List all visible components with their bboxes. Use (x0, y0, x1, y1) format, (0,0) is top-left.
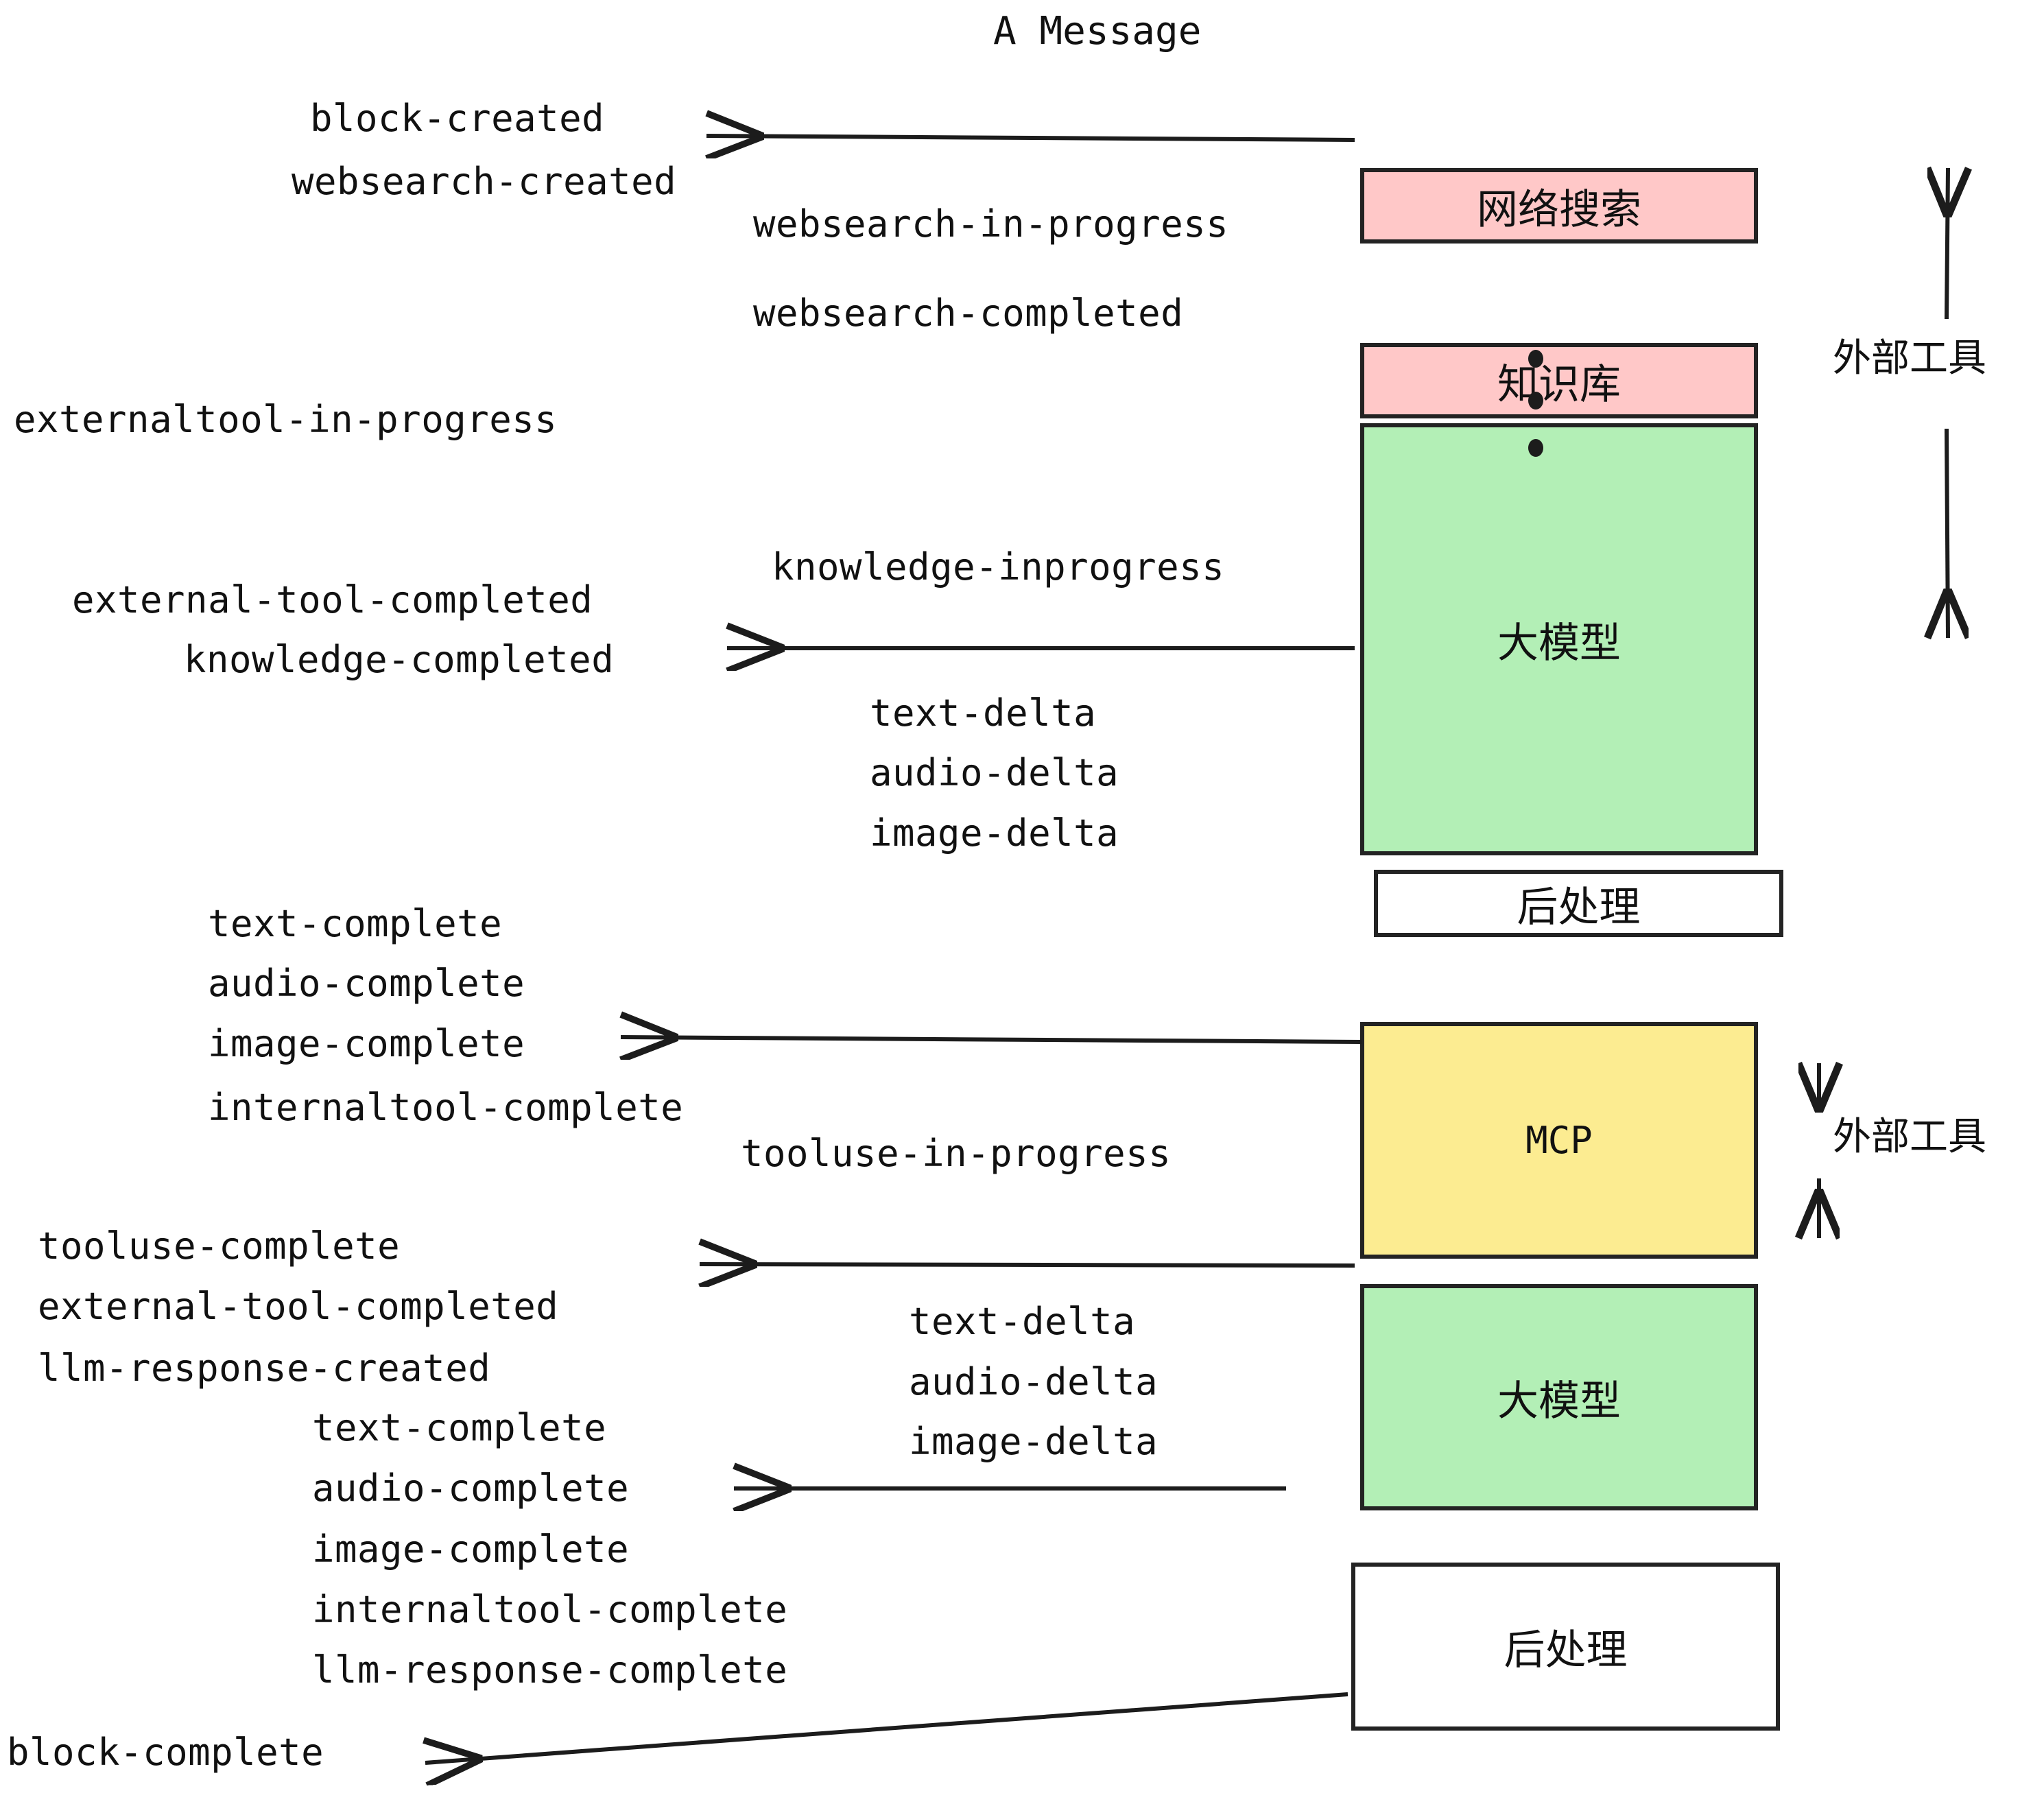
event-websearch-completed: websearch-completed (753, 292, 1184, 335)
box-llm-1[interactable]: 大模型 (1360, 423, 1758, 855)
event-websearch-created: websearch-created (292, 160, 677, 203)
event-text-delta-1: text-delta (870, 691, 1097, 735)
ellipsis-dot-2 (1528, 392, 1543, 410)
event-audio-delta-2: audio-delta (909, 1360, 1158, 1403)
box-postprocess-1[interactable]: 后处理 (1374, 870, 1783, 937)
box-postprocess-1-label: 后处理 (1517, 883, 1641, 931)
event-text-delta-2: text-delta (909, 1300, 1136, 1343)
event-externaltool-in-progress: externaltool-in-progress (14, 398, 558, 441)
event-text-complete-1: text-complete (208, 902, 503, 945)
side-label-external-tool-top: 外部工具 (1833, 336, 1986, 381)
box-websearch[interactable]: 网络搜索 (1360, 168, 1758, 244)
event-external-tool-completed-1: external-tool-completed (72, 578, 593, 621)
event-knowledge-completed: knowledge-completed (184, 638, 615, 681)
event-external-tool-completed-2: external-tool-completed (38, 1285, 559, 1328)
side-label-external-tool-bottom: 外部工具 (1833, 1115, 1986, 1159)
event-internaltool-complete-1: internaltool-complete (208, 1086, 684, 1129)
box-llm-2[interactable]: 大模型 (1360, 1284, 1758, 1510)
event-knowledge-inprogress: knowledge-inprogress (772, 545, 1225, 589)
event-tooluse-complete: tooluse-complete (38, 1224, 401, 1268)
event-audio-delta-1: audio-delta (870, 751, 1119, 794)
event-websearch-in-progress: websearch-in-progress (753, 202, 1229, 246)
box-mcp-label: MCP (1525, 1119, 1593, 1162)
event-audio-complete-2: audio-complete (312, 1467, 630, 1510)
arrow-external-tool-top-down (1947, 428, 1948, 638)
box-mcp[interactable]: MCP (1360, 1022, 1758, 1259)
ellipsis-dot-1 (1528, 350, 1543, 368)
event-block-complete: block-complete (7, 1731, 324, 1774)
box-llm-1-label: 大模型 (1497, 619, 1621, 667)
arrow-external-tool-top-up (1947, 168, 1948, 320)
box-websearch-label: 网络搜索 (1477, 185, 1641, 234)
ellipsis-dot-3 (1528, 439, 1543, 457)
arrow-websearch-created (706, 136, 1355, 140)
arrow-tooluse-complete (700, 1264, 1355, 1266)
box-knowledge[interactable]: 知识库 (1360, 343, 1758, 418)
event-tooluse-in-progress: tooluse-in-progress (741, 1132, 1172, 1175)
event-block-created: block-created (310, 97, 605, 140)
event-image-complete-2: image-complete (312, 1528, 630, 1571)
event-image-complete-1: image-complete (208, 1022, 525, 1065)
box-knowledge-label: 知识库 (1497, 360, 1621, 409)
arrow-block-complete (425, 1692, 1348, 1763)
event-llm-response-created: llm-response-created (38, 1346, 491, 1390)
box-postprocess-2[interactable]: 后处理 (1351, 1563, 1780, 1731)
event-llm-response-complete: llm-response-complete (312, 1648, 788, 1692)
event-internaltool-complete-2: internaltool-complete (312, 1588, 788, 1631)
arrow-image-complete-1 (621, 1037, 1362, 1042)
diagram-title: A Message (993, 9, 1202, 54)
event-image-delta-1: image-delta (870, 811, 1119, 855)
event-audio-complete-1: audio-complete (208, 962, 525, 1005)
box-postprocess-2-label: 后处理 (1504, 1626, 1628, 1674)
box-llm-2-label: 大模型 (1497, 1377, 1621, 1425)
event-image-delta-2: image-delta (909, 1420, 1158, 1463)
event-text-complete-2: text-complete (312, 1406, 607, 1449)
